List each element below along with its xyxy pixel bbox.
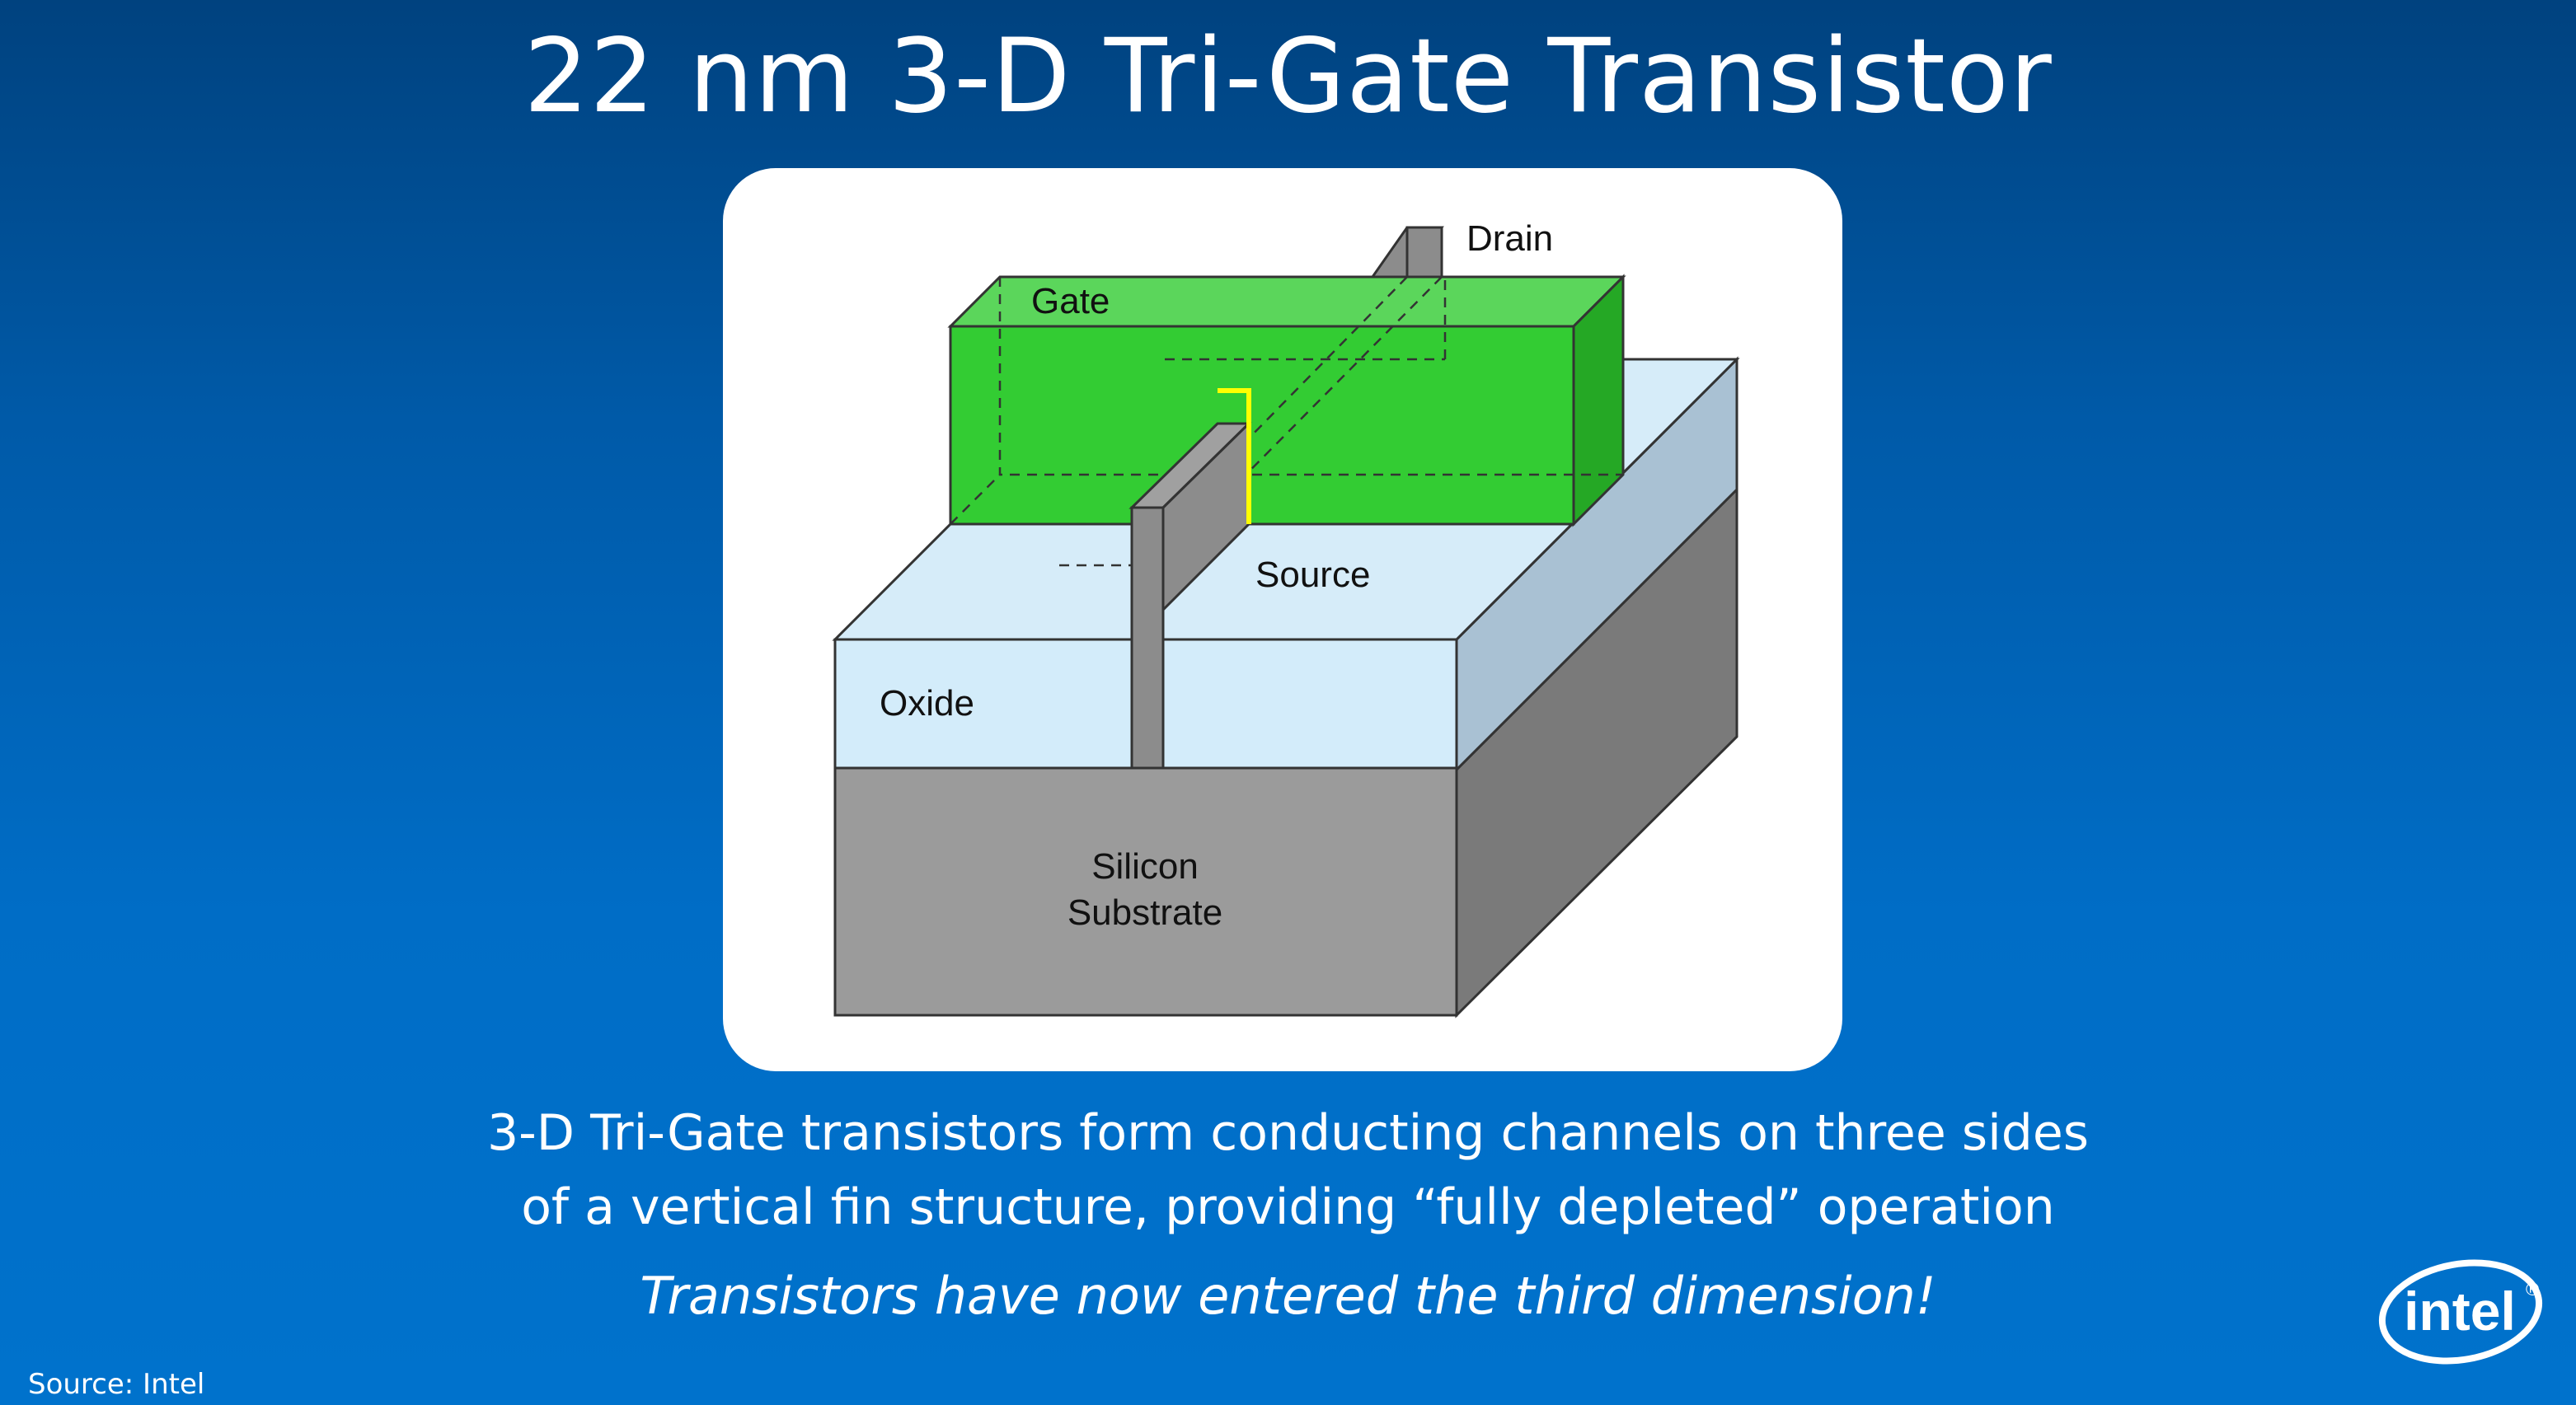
gate-label: Gate: [1031, 281, 1110, 321]
tri-gate-diagram: Drain Gate Source Oxide Silicon Substrat…: [832, 218, 1740, 1019]
drain-fin-front: [1405, 226, 1443, 279]
drain-label: Drain: [1466, 218, 1553, 259]
slide-title: 22 nm 3-D Tri-Gate Transistor: [523, 17, 2053, 136]
source-label: Source: [1255, 555, 1370, 595]
source-credit: Source: Intel: [28, 1368, 205, 1401]
oxide-label: Oxide: [880, 683, 974, 724]
tagline: Transistors have now entered the third d…: [640, 1266, 1936, 1326]
gate-front-face: [949, 325, 1575, 526]
description-line-2: of a vertical fin structure, providing “…: [521, 1178, 2055, 1236]
channel-highlight: [1218, 388, 1251, 524]
diagram-panel: Drain Gate Source Oxide Silicon Substrat…: [723, 168, 1842, 1071]
source-fin-front: [1130, 506, 1165, 770]
substrate-label-line-1: Silicon: [1091, 846, 1199, 887]
logo-swoosh: [2378, 1259, 2543, 1365]
substrate-label-line-2: Substrate: [1067, 892, 1222, 933]
logo-wordmark: intel: [2404, 1281, 2516, 1342]
intel-logo: intel ®: [2378, 1259, 2543, 1365]
logo-registered-mark: ®: [2526, 1279, 2539, 1300]
description-line-1: 3-D Tri-Gate transistors form conducting…: [486, 1104, 2090, 1162]
oxide-front-right: [1161, 638, 1458, 770]
substrate-front-face: [833, 766, 1458, 1017]
